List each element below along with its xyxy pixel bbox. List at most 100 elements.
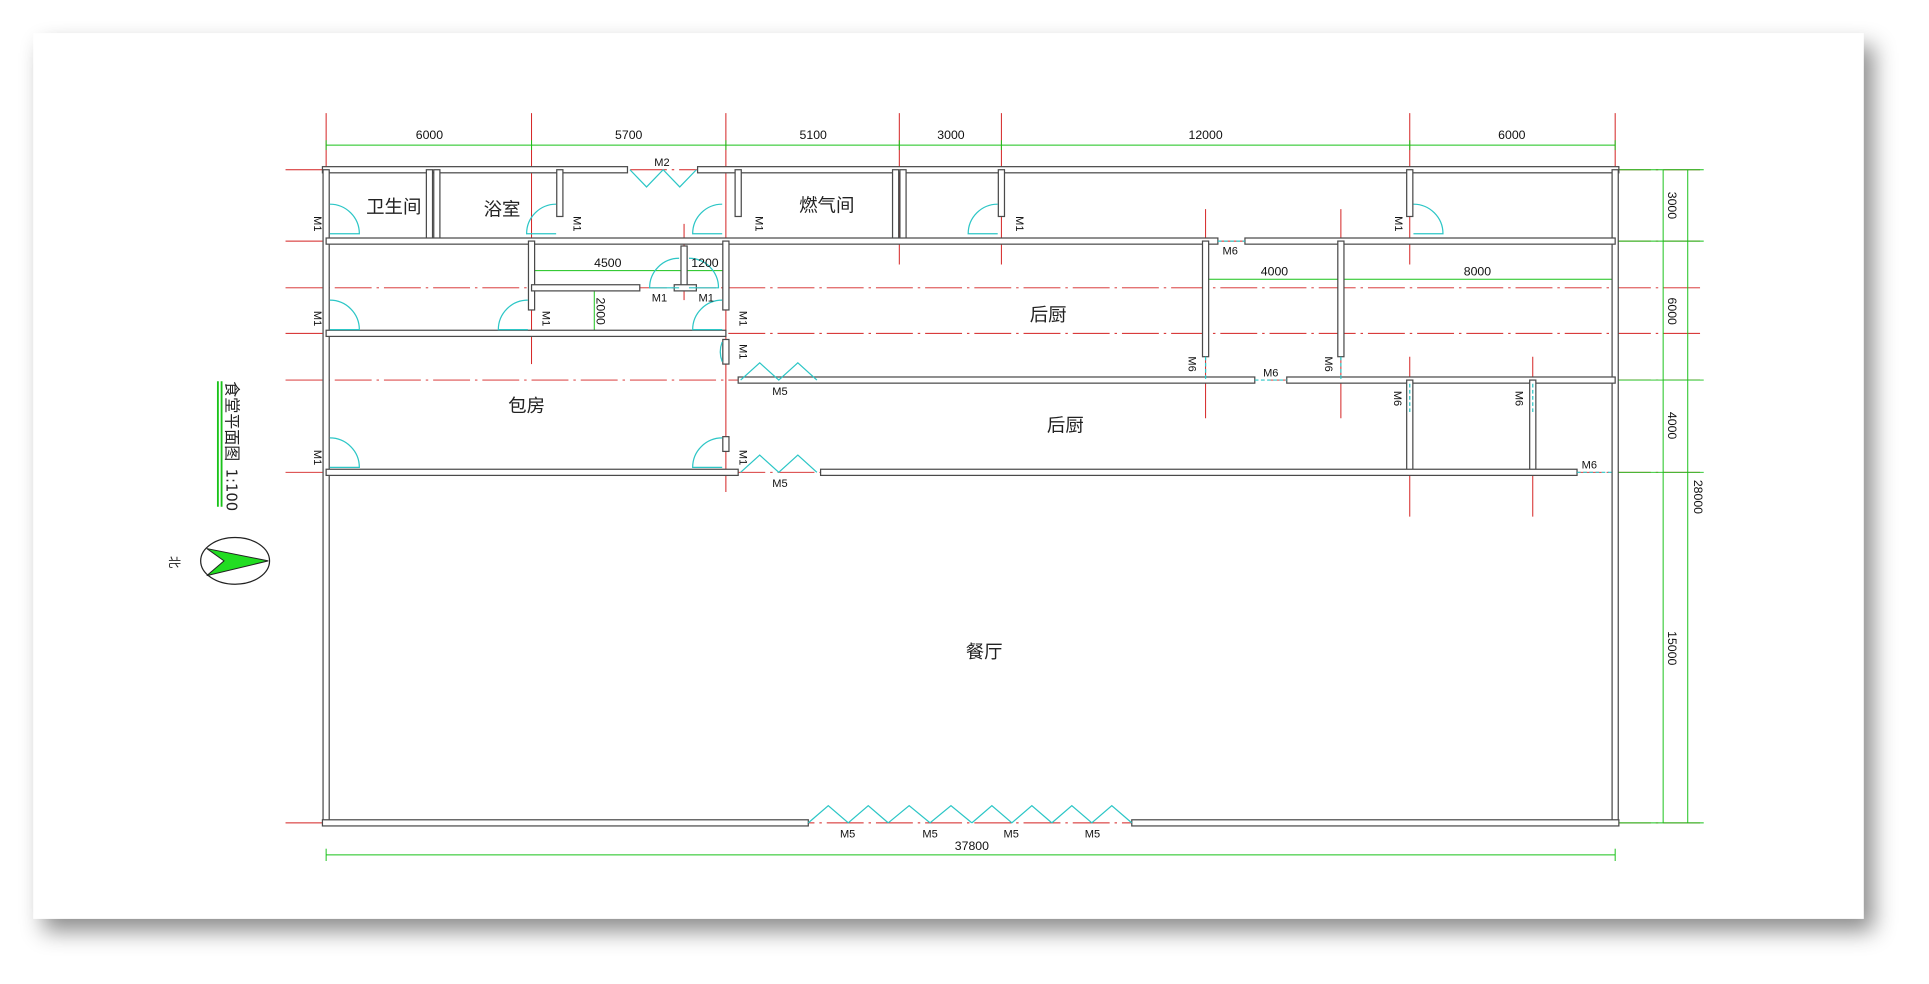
door-swing-icon	[719, 341, 723, 362]
wall	[556, 169, 564, 218]
wall	[1131, 819, 1620, 827]
dim-inner-8000: 8000	[1464, 265, 1492, 279]
door-swing-icon	[740, 454, 818, 474]
door-label-m2: M2	[654, 157, 669, 169]
door-label-m1: M1	[699, 292, 714, 304]
wall	[1337, 240, 1345, 358]
dim-inner-4500: 4500	[594, 256, 622, 270]
door-swing-icon	[497, 299, 528, 331]
door-swing-icon	[971, 804, 1053, 824]
dim-inner-4000: 4000	[1261, 265, 1289, 279]
door-swing-icon	[526, 203, 557, 235]
door-label-m6: M6	[1263, 367, 1278, 379]
dim-right-total: 28000	[1691, 480, 1705, 514]
wall	[819, 468, 1578, 477]
door-swing-icon	[649, 257, 680, 289]
wall	[325, 237, 1219, 245]
door-label-m5: M5	[772, 478, 787, 490]
dim-inner-2000: 2000	[594, 298, 608, 326]
door-label-m1: M1	[752, 216, 764, 231]
wall	[899, 169, 907, 242]
wall	[325, 468, 739, 477]
wall	[1244, 237, 1616, 245]
wall	[891, 169, 900, 242]
door-swing-icon	[329, 203, 360, 235]
dim-top-2: 5700	[615, 128, 643, 142]
wall	[1406, 169, 1414, 218]
dim-right-4: 15000	[1665, 631, 1679, 665]
dim-top-5: 12000	[1188, 128, 1222, 142]
door-label-m5: M5	[772, 386, 787, 398]
door-swing-icon	[329, 437, 360, 469]
dim-top-1: 6000	[416, 128, 444, 142]
door-label-m1: M1	[311, 450, 323, 465]
door-symbols	[329, 168, 1612, 824]
dim-right-3: 4000	[1665, 412, 1679, 440]
dim-top-6: 6000	[1498, 128, 1526, 142]
north-label: 北	[167, 556, 181, 568]
door-label-m1: M1	[311, 311, 323, 326]
room-kitchen-lower: 后厨	[1047, 416, 1084, 437]
door-swing-icon	[740, 362, 818, 381]
door-label-m1: M1	[311, 216, 323, 231]
door-label-m6: M6	[1222, 246, 1237, 258]
door-swing-icon	[1413, 203, 1444, 235]
door-label-m6: M6	[1391, 391, 1403, 406]
dim-top-4: 3000	[937, 128, 965, 142]
door-label-m1: M1	[540, 311, 552, 326]
wall	[527, 240, 536, 311]
dim-bottom-total: 37800	[955, 839, 989, 853]
door-swing-icon	[967, 203, 998, 235]
walls	[321, 166, 1620, 827]
wall	[997, 169, 1006, 218]
wall	[737, 376, 1256, 384]
dimension-lines	[325, 140, 1704, 861]
room-kitchen-upper: 后厨	[1030, 305, 1067, 326]
north-arrow-icon	[200, 536, 271, 585]
wall	[325, 329, 727, 338]
wall	[1611, 169, 1619, 824]
dim-inner-1200: 1200	[691, 256, 719, 270]
door-label-m1: M1	[1013, 216, 1025, 231]
door-label-m5: M5	[922, 829, 937, 841]
door-swing-icon	[688, 257, 720, 289]
door-swing-icon	[629, 168, 697, 188]
door-label-m1: M1	[652, 292, 667, 304]
door-label-m5: M5	[840, 829, 855, 841]
door-swing-icon	[692, 437, 723, 469]
drawing-scale: 1:100	[223, 469, 240, 512]
wall	[680, 245, 688, 289]
wall	[722, 338, 730, 365]
wall	[321, 819, 809, 827]
door-label-m5: M5	[1004, 829, 1019, 841]
wall	[1406, 379, 1414, 473]
drawing-title: 食堂平面图	[223, 381, 242, 461]
wall	[425, 169, 434, 242]
door-swing-icon	[329, 299, 360, 331]
door-label-m1: M1	[570, 216, 582, 231]
door-label-m1: M1	[1392, 216, 1404, 231]
door-label-m6: M6	[1513, 391, 1525, 406]
wall	[322, 169, 330, 824]
dim-top-3: 5100	[800, 128, 828, 142]
wall	[1201, 240, 1210, 358]
wall	[722, 436, 730, 453]
door-swing-icon	[1051, 804, 1133, 824]
wall	[321, 166, 629, 174]
dim-right-2: 6000	[1665, 298, 1679, 326]
dim-right-1: 3000	[1665, 192, 1679, 220]
room-private: 包房	[508, 396, 545, 417]
door-label-m6: M6	[1185, 356, 1197, 371]
wall	[734, 169, 742, 218]
wall	[722, 240, 730, 311]
room-bathroom: 浴室	[484, 199, 521, 220]
wall	[530, 284, 641, 292]
wall	[1286, 376, 1616, 384]
wall	[1529, 379, 1537, 473]
door-label-m6: M6	[1322, 356, 1334, 371]
room-dining: 餐厅	[966, 642, 1003, 663]
door-label-m6: M6	[1582, 460, 1597, 472]
wall	[696, 166, 1620, 174]
